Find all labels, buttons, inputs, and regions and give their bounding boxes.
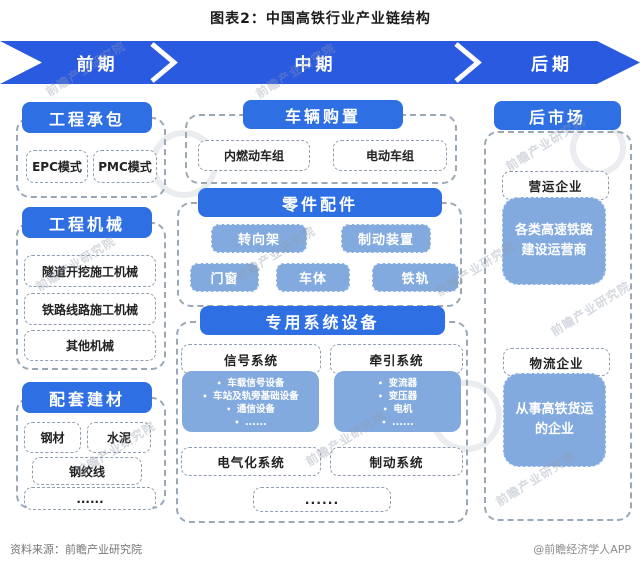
chart-title: 图表2：中国高铁行业产业链结构	[210, 11, 431, 27]
signal-system-bullets: 车载信号设备 车站及轨旁基础设备 通信设备 ......	[182, 371, 319, 432]
electrification-system-box: 电气化系统	[181, 447, 321, 476]
epc-mode-box: EPC模式	[26, 150, 88, 183]
diesel-emu-box: 内燃动车组	[198, 140, 310, 171]
signal-bullet-more: ......	[184, 416, 317, 429]
rail-track-box: 铁轨	[372, 263, 459, 292]
cement-box: 水泥	[87, 422, 151, 453]
systems-more-box: ......	[253, 487, 391, 512]
source-note: 资料来源：前瞻产业研究院	[10, 543, 142, 556]
traction-system-box: 牵引系统	[330, 344, 463, 374]
traction-bullet-more: ......	[336, 416, 459, 429]
rail-line-machinery-box: 铁路线路施工机械	[24, 293, 156, 325]
phase-arrow-band	[0, 41, 640, 84]
materials-more-box: ......	[24, 487, 156, 510]
logistics-box: 物流企业	[503, 348, 610, 376]
materials-header: 配套建材	[22, 382, 152, 413]
electric-emu-box: 电动车组	[333, 140, 447, 171]
signal-bullet-station: 车站及轨旁基础设备	[184, 390, 317, 403]
tunnel-machinery-box: 隧道开挖施工机械	[24, 255, 156, 287]
doors-windows-box: 门窗	[190, 263, 259, 292]
aftermarket-group-box	[484, 131, 632, 521]
vehicle-purchase-header: 车辆购置	[243, 100, 403, 129]
traction-bullet-motor: 电机	[336, 403, 459, 416]
traction-bullet-transformer: 变压器	[336, 390, 459, 403]
signal-bullet-comms: 通信设备	[184, 403, 317, 416]
phase-mid: 中期	[294, 55, 337, 75]
steel-strand-box: 钢绞线	[32, 457, 142, 485]
operators-box: 营运企业	[502, 171, 609, 200]
machinery-header: 工程机械	[22, 207, 152, 238]
parts-header: 零件配件	[198, 188, 442, 217]
traction-system-bullets: 变流器 变压器 电机 ......	[334, 371, 461, 432]
contracting-header: 工程承包	[22, 102, 152, 133]
logistics-desc-box: 从事高铁货运的企业	[503, 373, 606, 467]
pmc-mode-box: PMC模式	[93, 150, 157, 183]
bogie-box: 转向架	[211, 224, 307, 253]
signal-system-box: 信号系统	[181, 344, 321, 374]
operators-desc-box: 各类高速铁路建设运营商	[502, 197, 606, 285]
signal-bullet-onboard: 车载信号设备	[184, 377, 317, 390]
systems-header: 专用系统设备	[200, 306, 445, 335]
phase-late: 后期	[531, 55, 573, 75]
credit-note: @前瞻经济学人APP	[533, 543, 631, 556]
phase-early: 前期	[76, 55, 119, 75]
brake-device-box: 制动装置	[341, 224, 431, 253]
other-machinery-box: 其他机械	[24, 330, 156, 361]
steel-box: 钢材	[24, 422, 81, 453]
braking-system-box: 制动系统	[330, 447, 463, 476]
aftermarket-header: 后市场	[494, 101, 621, 130]
traction-bullet-converter: 变流器	[336, 377, 459, 390]
car-body-box: 车体	[276, 263, 350, 292]
